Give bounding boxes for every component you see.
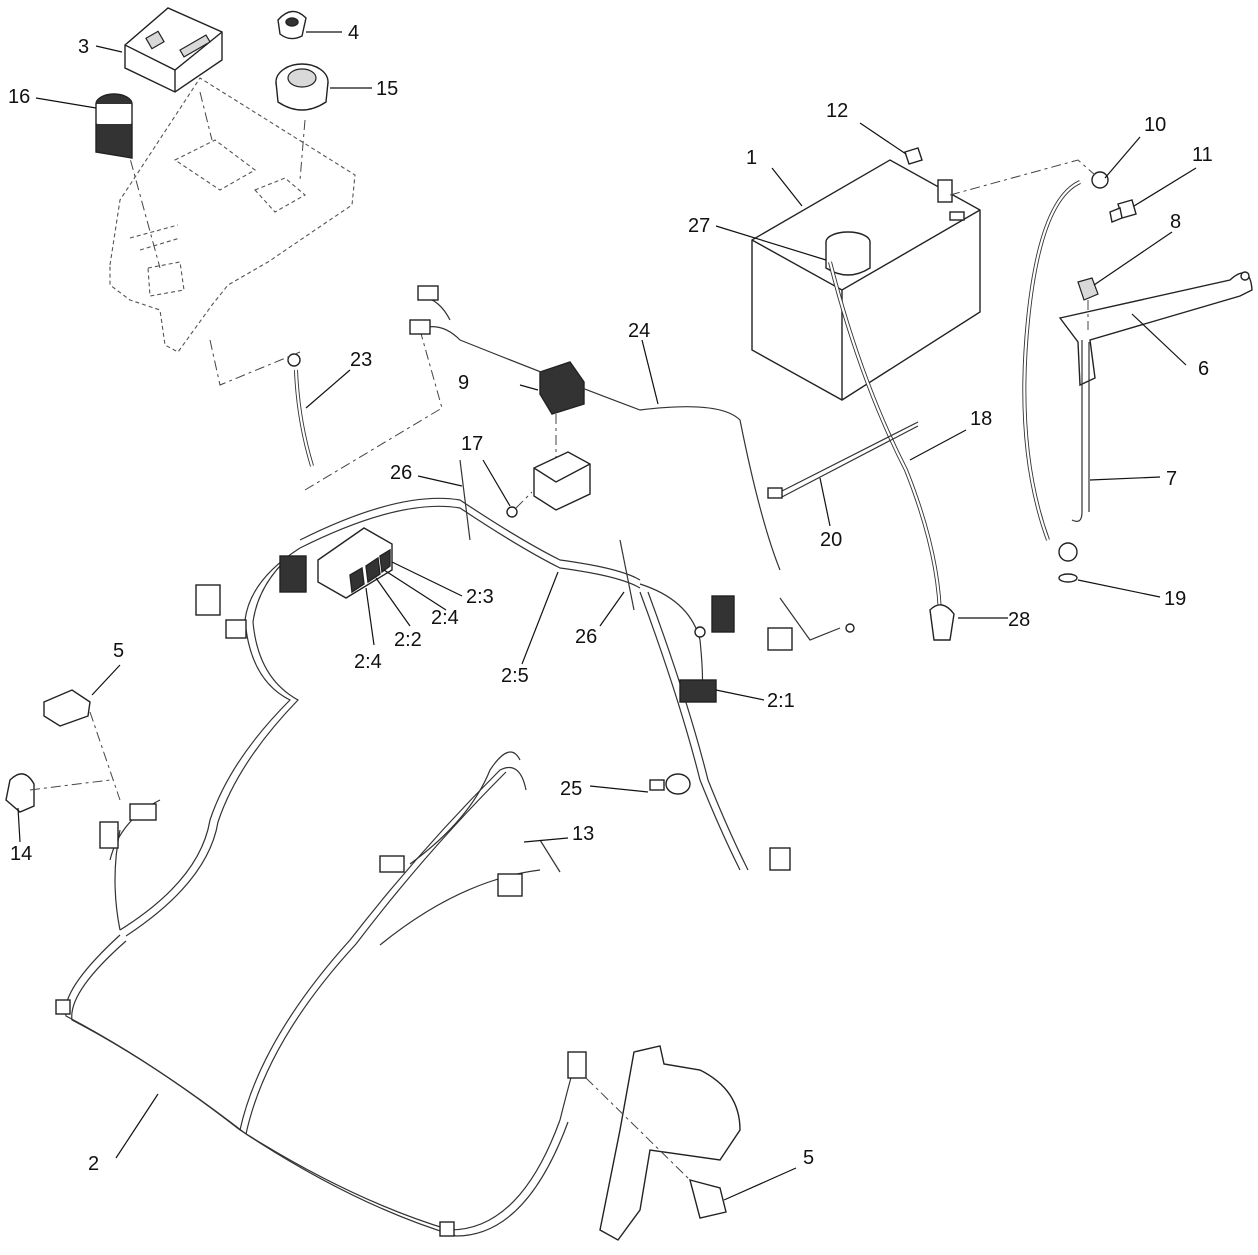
safety-switch bbox=[5, 773, 111, 813]
bolt bbox=[1109, 199, 1137, 223]
callout-20: 20 bbox=[820, 529, 842, 551]
callout-17: 17 bbox=[461, 433, 483, 455]
callout-labels: 1 2 2:1 2:2 2:3 2:4 2:4 2:5 3 4 5 5 6 7 … bbox=[8, 22, 1213, 1175]
hold-down-bracket bbox=[1058, 271, 1253, 522]
fuse bbox=[209, 329, 443, 491]
harness-13 bbox=[409, 751, 561, 873]
callout-5-lower: 5 bbox=[803, 1147, 814, 1169]
battery bbox=[751, 159, 981, 401]
callout-11: 11 bbox=[1192, 144, 1213, 166]
battery-cable-positive bbox=[828, 261, 955, 641]
callout-26-upper: 26 bbox=[390, 462, 412, 484]
callout-12: 12 bbox=[826, 100, 848, 122]
callout-14: 14 bbox=[10, 843, 32, 865]
fuse-block bbox=[317, 527, 393, 599]
callout-2-2: 2:2 bbox=[394, 629, 422, 651]
callout-2-4-lower: 2:4 bbox=[354, 651, 382, 673]
display-module bbox=[124, 7, 223, 93]
washer bbox=[1058, 573, 1078, 583]
callout-13: 13 bbox=[572, 823, 594, 845]
callout-24: 24 bbox=[628, 320, 650, 342]
callout-26-lower: 26 bbox=[575, 626, 597, 648]
battery-cable-negative bbox=[949, 159, 1109, 562]
callout-2-1: 2:1 bbox=[767, 690, 795, 712]
screw bbox=[506, 491, 533, 518]
harness-24 bbox=[409, 285, 781, 571]
cable-tie-26 bbox=[459, 459, 635, 611]
seat-switch bbox=[43, 689, 121, 801]
ignition-key bbox=[277, 10, 307, 40]
pto-switch bbox=[95, 93, 133, 159]
ignition-switch bbox=[275, 63, 329, 111]
main-wire-harness bbox=[55, 497, 855, 1237]
callout-8: 8 bbox=[1170, 211, 1181, 233]
control-panel bbox=[109, 77, 356, 353]
callout-10: 10 bbox=[1144, 114, 1166, 136]
callout-2-4-upper: 2:4 bbox=[431, 607, 459, 629]
callout-4: 4 bbox=[348, 22, 359, 44]
callout-2-3: 2:3 bbox=[466, 586, 494, 608]
callout-19: 19 bbox=[1164, 588, 1186, 610]
callout-leaders bbox=[17, 31, 1197, 1201]
callout-9: 9 bbox=[458, 372, 469, 394]
relay-socket bbox=[533, 451, 591, 511]
callout-2-5: 2:5 bbox=[501, 665, 529, 687]
callout-2: 2 bbox=[88, 1153, 99, 1175]
terminal-cover bbox=[825, 231, 871, 276]
callout-25: 25 bbox=[560, 778, 582, 800]
callout-5-upper: 5 bbox=[113, 640, 124, 662]
callout-6: 6 bbox=[1198, 358, 1209, 380]
wing-nut bbox=[1077, 277, 1099, 330]
callout-27: 27 bbox=[688, 215, 710, 237]
park-brake-bracket bbox=[585, 1045, 741, 1241]
callout-7: 7 bbox=[1166, 468, 1177, 490]
cable-tie bbox=[767, 421, 919, 499]
callout-1: 1 bbox=[746, 147, 757, 169]
callout-16: 16 bbox=[8, 86, 30, 108]
callout-3: 3 bbox=[78, 36, 89, 58]
callout-15: 15 bbox=[376, 78, 398, 100]
connector-clip bbox=[649, 773, 691, 795]
callout-23: 23 bbox=[350, 349, 372, 371]
callout-28: 28 bbox=[1008, 609, 1030, 631]
relay bbox=[539, 361, 585, 462]
nut bbox=[904, 147, 923, 165]
callout-18: 18 bbox=[970, 408, 992, 430]
